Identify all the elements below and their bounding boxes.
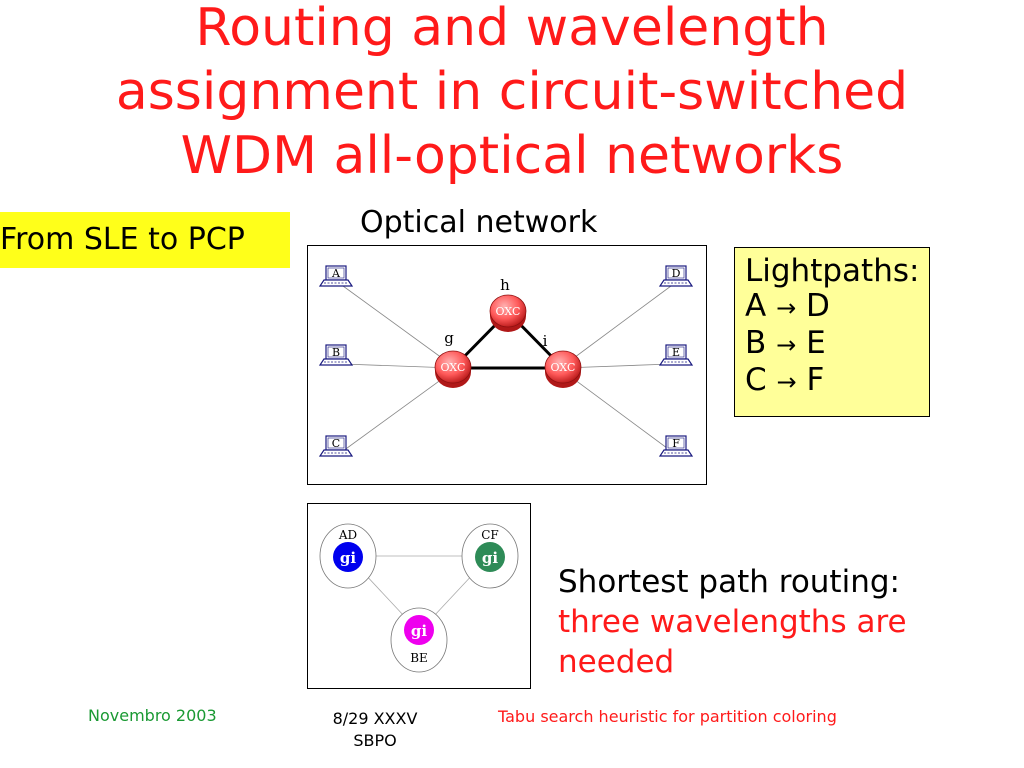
optical-network-diagram: A B C D E F OXC OXC xyxy=(307,245,707,485)
terminal-A: A xyxy=(319,265,353,287)
link-C-g xyxy=(342,370,454,452)
oxc-g-label: OXC xyxy=(441,361,466,374)
vertex-BE-name: BE xyxy=(410,651,428,665)
lightpaths-heading: Lightpaths: xyxy=(745,253,920,289)
arrow-right-icon: → xyxy=(776,368,797,396)
terminal-C: C xyxy=(319,435,353,457)
terminal-D-label: D xyxy=(672,267,681,280)
routing-caption: Shortest path routing: three wavelengths… xyxy=(558,562,978,682)
highlight-tag: From SLE to PCP xyxy=(0,212,290,268)
optical-network-label: Optical network xyxy=(360,205,598,240)
lightpath-item: B → E xyxy=(745,326,929,363)
caption-line-1: Shortest path routing: xyxy=(558,564,900,600)
vertex-BE: gi BE xyxy=(390,607,448,673)
lightpath-from: A xyxy=(745,288,767,324)
vertex-CF-color xyxy=(475,542,505,572)
oxc-node-i: OXC xyxy=(544,350,582,388)
title-line-3: WDM all-optical networks xyxy=(180,126,844,186)
terminal-E-label: E xyxy=(672,346,680,359)
oxc-node-g: OXC xyxy=(434,350,472,388)
link-D-i xyxy=(562,285,672,367)
vertex-CF: CF gi xyxy=(461,523,519,589)
conflict-graph-diagram: AD gi CF gi gi BE xyxy=(307,503,531,689)
title-line-1: Routing and wavelength xyxy=(195,0,829,58)
conflict-graph-svg: AD gi CF gi gi BE xyxy=(319,523,519,673)
vertex-BE-label: gi xyxy=(411,622,427,640)
oxc-h-label: OXC xyxy=(496,305,521,318)
lightpath-to: F xyxy=(806,362,825,398)
title-line-2: assignment in circuit-switched xyxy=(115,62,909,122)
slide-title: Routing and wavelength assignment in cir… xyxy=(0,0,1024,188)
terminal-F: F xyxy=(659,435,693,457)
vertex-CF-name: CF xyxy=(481,528,499,542)
terminal-B-label: B xyxy=(332,346,340,359)
footer-talk-title: Tabu search heuristic for partition colo… xyxy=(498,707,837,726)
terminal-E: E xyxy=(659,344,693,366)
terminal-B: B xyxy=(319,344,353,366)
terminal-D: D xyxy=(659,265,693,287)
lightpath-to: D xyxy=(806,288,830,324)
node-i-label: i xyxy=(543,332,548,350)
footer-page: 8/29 XXXV SBPO xyxy=(300,708,450,752)
link-A-g xyxy=(342,285,454,367)
arrow-right-icon: → xyxy=(776,294,797,322)
link-F-i xyxy=(562,370,672,452)
footer-page-number: 8/29 XXXV xyxy=(332,709,418,728)
lightpath-from: C xyxy=(745,362,767,398)
lightpaths-box: Lightpaths: A → D B → E C → F xyxy=(734,247,930,417)
node-h-label: h xyxy=(500,276,510,294)
caption-line-2: three wavelengths are needed xyxy=(558,604,907,680)
network-svg: A B C D E F OXC OXC xyxy=(319,265,693,457)
oxc-node-h: OXC xyxy=(489,294,527,332)
vertex-BE-color xyxy=(404,615,434,645)
terminal-C-label: C xyxy=(332,437,340,450)
vertex-AD-label: gi xyxy=(340,549,356,567)
vertex-AD-name: AD xyxy=(338,528,357,542)
vertex-CF-label: gi xyxy=(482,549,498,567)
lightpath-item: A → D xyxy=(745,289,929,326)
lightpath-to: E xyxy=(806,325,826,361)
lightpath-item: C → F xyxy=(745,363,929,400)
terminal-F-label: F xyxy=(672,437,680,450)
arrow-right-icon: → xyxy=(776,331,797,359)
vertex-AD-color xyxy=(333,542,363,572)
footer-date: Novembro 2003 xyxy=(88,706,217,725)
oxc-i-label: OXC xyxy=(551,361,576,374)
lightpath-from: B xyxy=(745,325,767,361)
vertex-AD: AD gi xyxy=(319,523,377,589)
node-g-label: g xyxy=(444,329,454,347)
footer-event: SBPO xyxy=(353,731,397,750)
terminal-A-label: A xyxy=(331,267,341,280)
